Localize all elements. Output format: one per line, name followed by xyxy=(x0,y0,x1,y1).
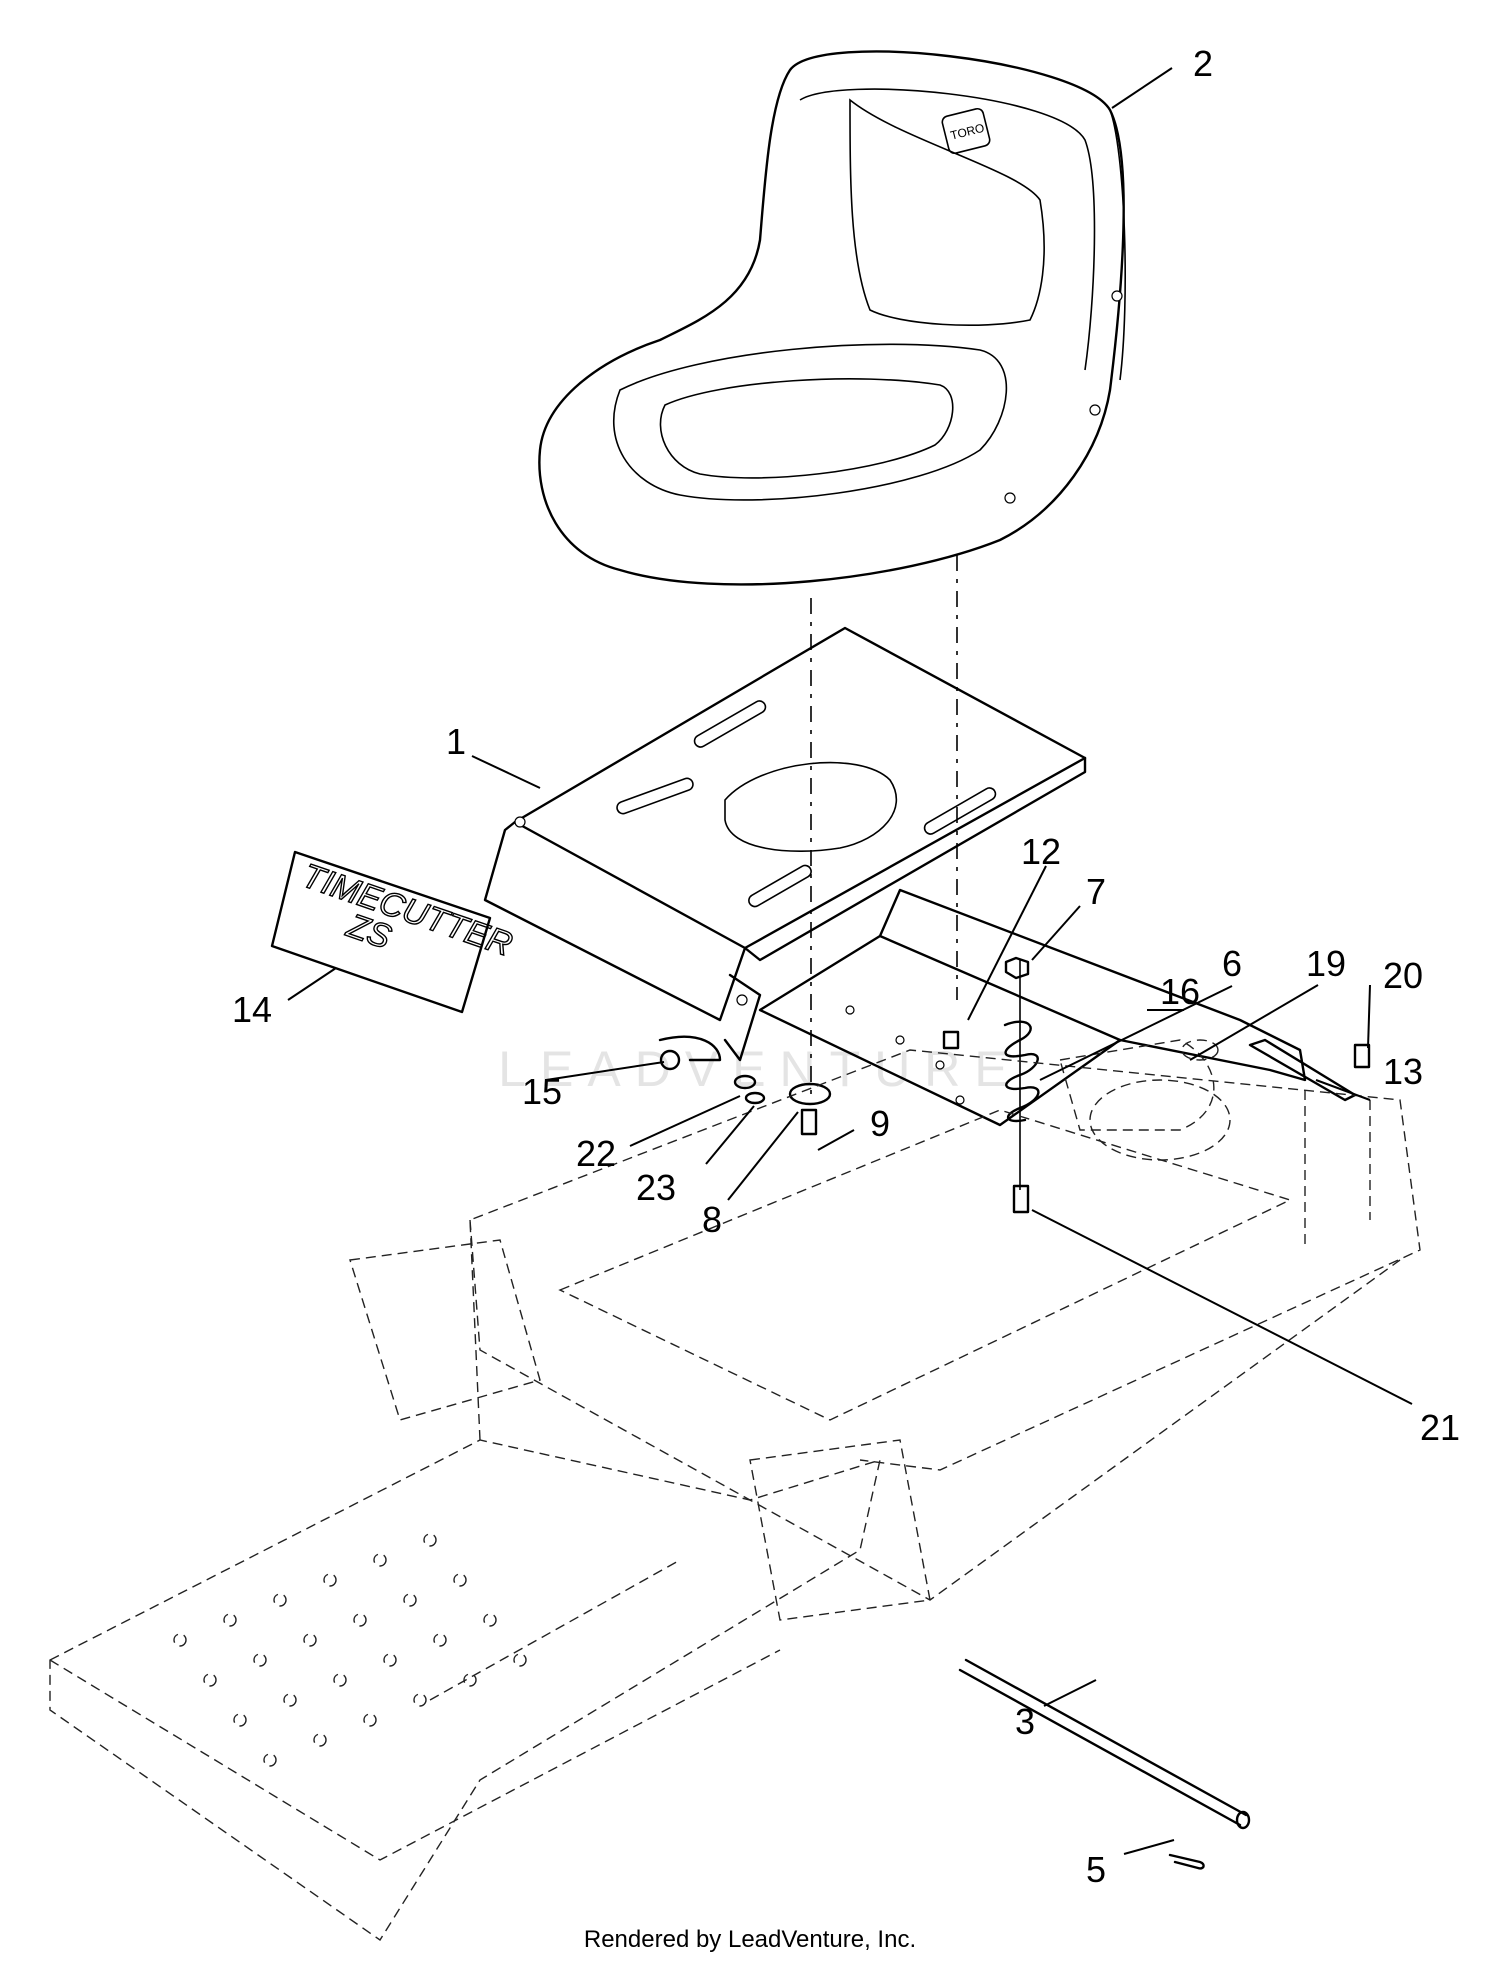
callout-16: 16 xyxy=(1160,971,1200,1012)
seat: TORO xyxy=(538,50,1127,586)
callout-7: 7 xyxy=(1086,871,1106,912)
callout-8: 8 xyxy=(702,1199,722,1240)
callout-labels: 2 1 14 12 7 16 6 19 20 13 15 22 23 9 8 2… xyxy=(232,43,1460,1890)
decal-text-line1: TIMECUTTER xyxy=(297,857,517,964)
callout-9: 9 xyxy=(870,1103,890,1144)
callout-15: 15 xyxy=(522,1071,562,1112)
seat-mount-plate xyxy=(758,888,1307,1127)
leader-lines xyxy=(287,67,1413,1855)
callout-13: 13 xyxy=(1383,1051,1423,1092)
callout-19: 19 xyxy=(1306,943,1346,984)
callout-21: 21 xyxy=(1420,1407,1460,1448)
callout-20: 20 xyxy=(1383,955,1423,996)
footer-credit: Rendered by LeadVenture, Inc. xyxy=(583,1926,917,1953)
timecutter-decal: TIMECUTTER ZS xyxy=(270,850,518,1014)
seat-pan xyxy=(483,626,1087,1022)
seat-spring xyxy=(1003,960,1040,1190)
pivot-rod xyxy=(958,1658,1251,1830)
callout-2: 2 xyxy=(1193,43,1213,84)
seat-logo-text: TORO xyxy=(949,121,986,143)
hardware xyxy=(658,956,1371,1214)
callout-6: 6 xyxy=(1222,943,1242,984)
hair-pin-clip xyxy=(1168,1853,1205,1870)
floor-plate-holes xyxy=(173,1533,527,1767)
callout-12: 12 xyxy=(1021,831,1061,872)
mower-frame xyxy=(49,1039,1421,1941)
callout-5: 5 xyxy=(1086,1849,1106,1890)
callout-1: 1 xyxy=(446,721,466,762)
callout-14: 14 xyxy=(232,989,272,1030)
callout-23: 23 xyxy=(636,1167,676,1208)
callout-3: 3 xyxy=(1015,1701,1035,1742)
callout-22: 22 xyxy=(576,1133,616,1174)
